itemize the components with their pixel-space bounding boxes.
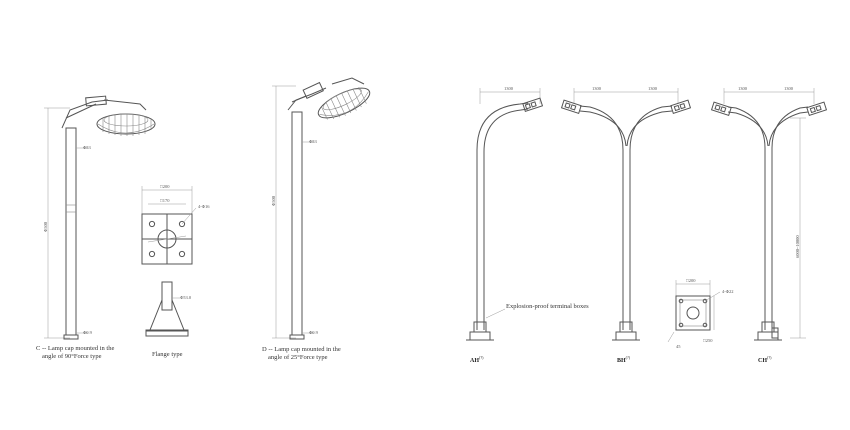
terminal-box-callout: Explosion-proof terminal boxes <box>506 303 589 310</box>
figure-c-head-dim: Φ53 <box>83 145 91 150</box>
base-plate-angle-dim: 45 <box>676 344 681 349</box>
figure-c-base-dim: Φ0.9 <box>83 330 92 335</box>
base-plate-side-dim: □250 <box>703 338 713 343</box>
figure-ch-pole <box>710 88 828 341</box>
ch-label-sup: (?) <box>767 355 772 360</box>
ah-label: AH(?) <box>470 355 483 364</box>
figure-c-caption-line2: angle of 90°Force type <box>42 353 102 360</box>
flange-pipe-dim: Φ53.0 <box>180 295 192 300</box>
figure-d-height-dim: Φ500 <box>271 195 276 206</box>
flange-detail <box>141 186 197 337</box>
ch-arm-right-dim: 1300 <box>784 86 793 91</box>
ah-label-text: AH <box>470 358 479 364</box>
figure-c-height-dim: Φ500 <box>43 221 48 232</box>
bh-label: BH(?) <box>617 355 630 364</box>
figure-c-caption: C -- Lamp cap mounted in the angle of 90… <box>36 345 146 361</box>
figure-c-caption-line1: C -- Lamp cap mounted in the <box>36 345 115 352</box>
flange-top-dim: □200 <box>160 184 170 189</box>
figure-c-pole <box>44 95 156 340</box>
figure-d-pole <box>272 77 371 340</box>
callout-leader <box>485 308 506 319</box>
ah-arm-dim: 1300 <box>504 86 513 91</box>
figure-d-base-dim: Φ0.9 <box>309 330 318 335</box>
ch-arm-left-dim: 1300 <box>738 86 747 91</box>
bh-label-sup: (?) <box>625 355 631 360</box>
figure-d-caption: D -- Lamp cap mounted in the angle of 25… <box>262 346 372 362</box>
ah-label-sup: (?) <box>479 355 484 360</box>
figure-d-caption-line2: angle of 25°Force type <box>268 354 328 361</box>
figure-bh-pole <box>560 88 692 341</box>
bh-arm-right-dim: 1300 <box>648 86 657 91</box>
ch-label: CH(?) <box>758 355 771 364</box>
base-plate-hole-dim: 4-Φ22 <box>722 289 734 294</box>
ch-label-text: CH <box>758 358 767 364</box>
ch-height-dim: 6000~10000 <box>795 235 800 258</box>
flange-hole-dim: 4-Φ16 <box>198 204 210 209</box>
base-plate-detail <box>667 280 721 343</box>
flange-inner-dim: □170 <box>160 198 170 203</box>
flange-caption: Flange type <box>152 351 183 358</box>
bh-label-text: BH <box>617 358 626 364</box>
bh-arm-left-dim: 1300 <box>592 86 601 91</box>
figure-ah-pole <box>466 88 544 341</box>
figure-d-head-dim: Φ53 <box>309 139 317 144</box>
figure-d-caption-line1: D -- Lamp cap mounted in the <box>262 346 341 353</box>
base-plate-top-dim: □200 <box>686 278 696 283</box>
